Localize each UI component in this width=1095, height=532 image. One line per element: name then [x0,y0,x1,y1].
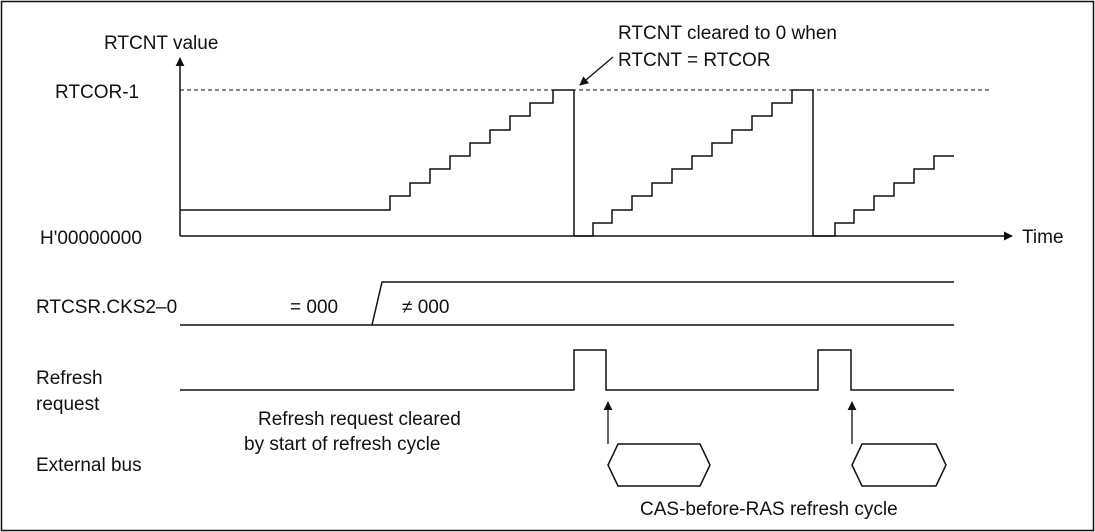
refresh-request-label-line1: Refresh [36,368,103,389]
cks-signal-label: RTCSR.CKS2–0 [36,297,177,318]
cks-after-value: ≠ 000 [402,297,449,318]
refresh-request-trace [180,349,954,391]
zero-level-label: H'00000000 [40,228,142,249]
y-axis-label: RTCNT value [104,33,218,54]
clear-pointer-arrow [579,56,614,86]
cbr-refresh-cycle-1 [607,443,711,487]
cbr-cycle-label: CAS-before-RAS refresh cycle [640,499,898,520]
cks-signal-trace [180,281,954,326]
cks-before-value: = 000 [290,297,338,318]
clear-annotation-line2: RTCNT = RTCOR [618,50,771,71]
external-bus-label: External bus [36,455,142,476]
cbr-refresh-cycle-2 [851,443,947,487]
x-axis-label: Time [1022,227,1064,248]
refresh-request-label-line2: request [36,394,100,415]
rtcnt-waveform [180,89,954,237]
request-cleared-line1: Refresh request cleared [258,409,461,430]
request-cleared-line2: by start of refresh cycle [244,434,440,455]
rtcor-level-label: RTCOR-1 [55,82,139,103]
clear-annotation-line1: RTCNT cleared to 0 when [618,23,837,44]
